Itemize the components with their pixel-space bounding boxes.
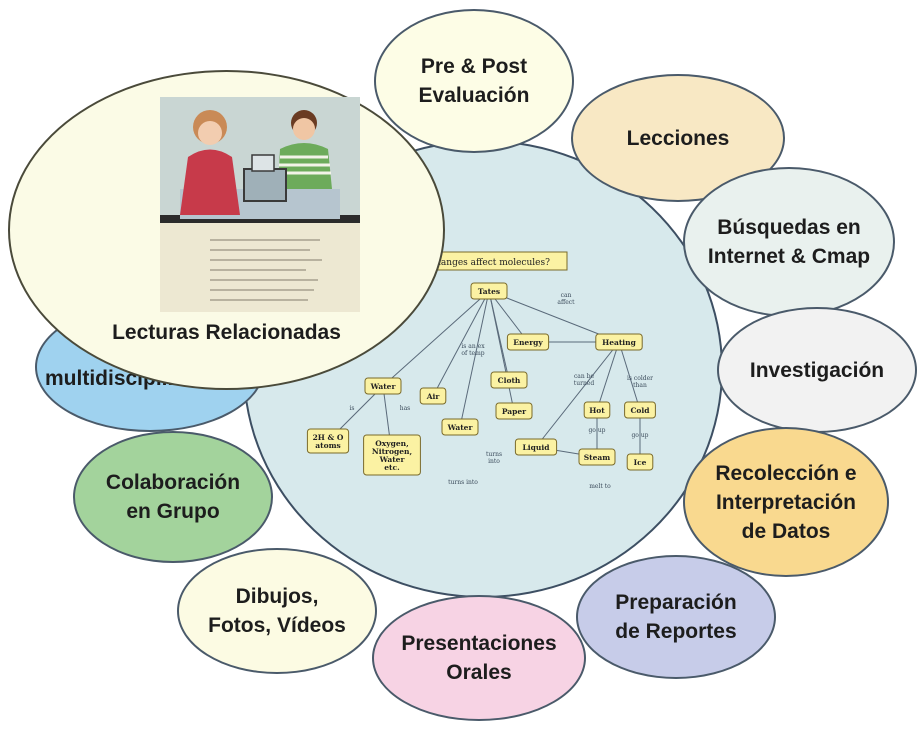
- concept-map-link-label: has: [400, 405, 411, 412]
- reading-photo: [160, 97, 360, 312]
- photo-caption-line: [210, 239, 320, 241]
- photo-caption-line: [210, 279, 318, 281]
- concept-map-edge: [459, 290, 490, 428]
- concept-node-cold: [624, 401, 656, 419]
- concept-map-edge: [488, 290, 515, 412]
- concept-node-label: Steam: [584, 453, 611, 462]
- photo-caption-line: [210, 269, 306, 271]
- concept-map-link-label: turns into: [448, 479, 478, 486]
- concept-node-label: Liquid: [523, 443, 551, 452]
- bubble-label: Dibujos, Fotos, Vídeos: [208, 585, 346, 637]
- bubble-busquedas-internet: Búsquedas en Internet & Cmap: [683, 167, 895, 317]
- bubble-dibujos-fotos-videos: Dibujos, Fotos, Vídeos: [177, 548, 377, 674]
- concept-node-h2o: [306, 428, 350, 454]
- concept-node-cloth: [490, 371, 528, 389]
- concept-node-label: Water: [370, 382, 397, 391]
- concept-node-label: Energy: [513, 338, 543, 347]
- bubble-label: Pre & Post Evaluación: [418, 55, 530, 107]
- concept-node-liquid: [514, 438, 558, 456]
- bubble-label: Lecciones: [626, 126, 730, 150]
- bubble-recoleccion-datos: Recolección e Interpretación de Datos: [683, 427, 889, 577]
- bubble-colaboracion-grupo: Colaboración en Grupo: [73, 431, 273, 563]
- concept-node-ice: [626, 453, 654, 471]
- concept-node-label: Paper: [502, 407, 527, 416]
- bubble-presentaciones-orales: Presentaciones Orales: [372, 595, 586, 721]
- concept-map-link-label: go up: [631, 432, 648, 439]
- photo-caption-line: [210, 259, 322, 261]
- concept-node-paper: [495, 402, 533, 420]
- bubble-preparacion-reportes: Preparación de Reportes: [576, 555, 776, 679]
- bubble-investigacion: Investigación: [717, 307, 917, 433]
- bubble-label: Preparación de Reportes: [615, 591, 737, 643]
- concept-node-label: Hot: [589, 406, 605, 415]
- bubble-label: Búsquedas en Internet & Cmap: [707, 216, 871, 268]
- bubble-label: Colaboración en Grupo: [105, 471, 241, 523]
- concept-node-label: Water: [447, 423, 474, 432]
- concept-node-label: Air: [426, 392, 441, 401]
- concept-map-edge: [596, 341, 620, 411]
- concept-node-air: [419, 387, 447, 405]
- concept-node-label: Heating: [602, 338, 636, 347]
- concept-node-states: [470, 282, 508, 300]
- concept-map-edge: [535, 341, 620, 448]
- concept-map-edge: [382, 290, 490, 387]
- concept-node-label: Ice: [634, 458, 647, 467]
- bubble-lecturas-relacionadas: Lecturas Relacionadas: [8, 70, 445, 390]
- concept-node-heating: [595, 333, 643, 351]
- concept-node-hot: [583, 401, 611, 419]
- concept-map-link-label: is: [350, 405, 355, 412]
- bubble-label: Recolección e Interpretación de Datos: [715, 461, 857, 543]
- concept-node-label: Cold: [630, 406, 650, 415]
- children-photo-illustration: [160, 97, 360, 223]
- concept-node-label: Tates: [478, 287, 500, 296]
- concept-map-edge: [488, 290, 620, 343]
- concept-map-link-label: go up: [588, 427, 605, 434]
- concept-node-energy: [506, 333, 550, 351]
- concept-node-steam: [578, 448, 616, 466]
- concept-node-water1: [364, 377, 402, 395]
- concept-node-label: Cloth: [498, 376, 521, 385]
- bubble-label: Presentaciones Orales: [401, 632, 557, 684]
- concept-map-edge: [432, 290, 490, 397]
- concept-node-gases: [363, 434, 421, 476]
- concept-map-link-label: melt to: [589, 483, 611, 490]
- photo-caption-line: [210, 299, 308, 301]
- concept-node-water2: [441, 418, 479, 436]
- bubble-label: Investigación: [749, 358, 885, 382]
- bubble-pre-post-evaluacion: Pre & Post Evaluación: [374, 9, 574, 153]
- bubble-label: Lecturas Relacionadas: [112, 321, 341, 344]
- photo-caption-line: [210, 289, 314, 291]
- photo-caption-line: [210, 249, 310, 251]
- focus-question-text: changes affect molecules?: [430, 258, 550, 268]
- concept-map-edge: [618, 341, 641, 411]
